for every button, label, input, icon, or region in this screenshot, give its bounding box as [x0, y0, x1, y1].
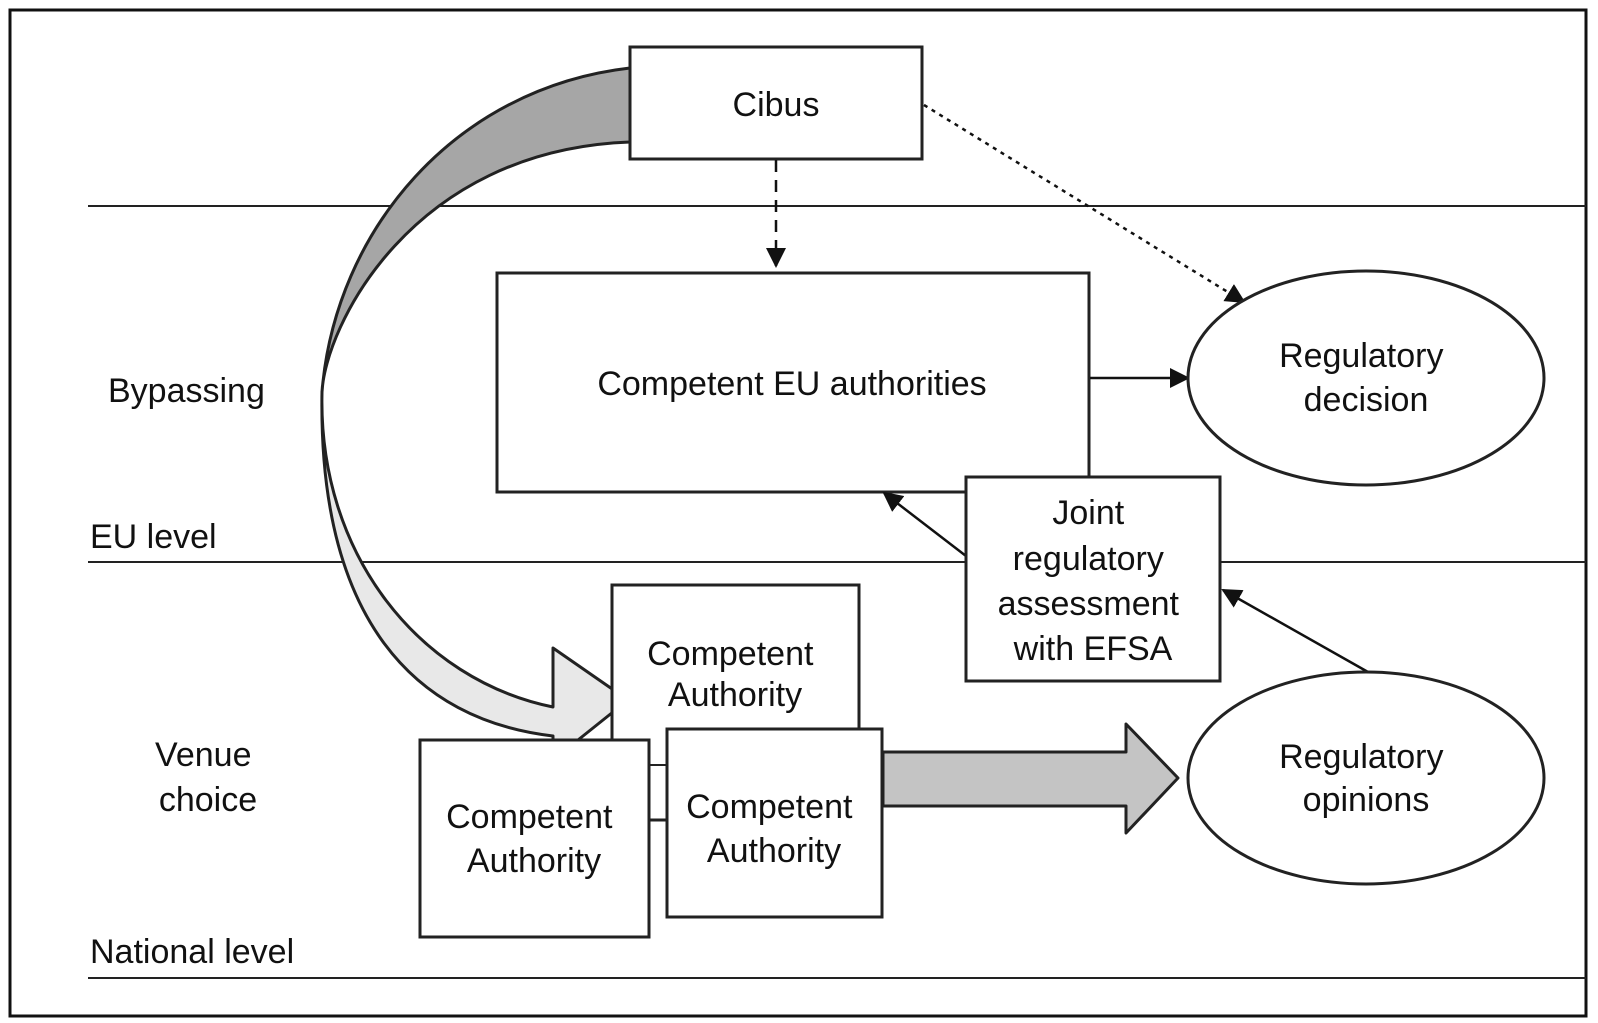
competent-authority-left-line-2: Authority	[467, 842, 601, 880]
joint-assessment-line-4: with EFSA	[1013, 630, 1173, 668]
national-to-opinions-block-arrow	[881, 722, 1180, 835]
regulatory-opinions-ellipse	[1186, 670, 1546, 886]
competent-authority-back-line-1: Competent	[647, 635, 814, 673]
regulatory-opinions-line-2: opinions	[1303, 781, 1430, 819]
joint-assessment-line-2: regulatory	[1013, 540, 1164, 578]
venue-choice-line-2: choice	[159, 781, 257, 819]
competent-authority-right-line-2: Authority	[707, 832, 841, 870]
competent-authority-back-line-2: Authority	[668, 676, 802, 714]
regulatory-decision-line-1: Regulatory	[1279, 337, 1443, 375]
regulatory-opinions-line-1: Regulatory	[1279, 738, 1443, 776]
joint-assessment-line-1: Joint	[1052, 494, 1124, 532]
venue-choice-line-1: Venue	[155, 736, 251, 774]
regulatory-decision-line-2: decision	[1304, 381, 1429, 419]
joint-assessment-box	[964, 475, 1222, 683]
national-level-label: National level	[90, 933, 294, 971]
competent-authority-left-label: Competent Authority	[446, 798, 622, 880]
venue-choice-arrow-light-band	[320, 390, 630, 762]
joint-assessment-line-3: assessment	[998, 585, 1180, 623]
joint-to-eu-authorities-arrow	[882, 491, 967, 557]
competent-authority-right-box	[665, 727, 884, 919]
regulatory-decision-label: Regulatory decision	[1279, 337, 1453, 419]
cibus-label: Cibus	[733, 86, 820, 124]
opinions-to-joint-arrow	[1221, 588, 1369, 674]
competent-authority-right-label: Competent Authority	[686, 788, 862, 870]
venue-choice-label: Venue choice	[155, 736, 261, 819]
joint-assessment-label: Joint regulatory assessment with EFSA	[998, 494, 1189, 668]
eu-level-label: EU level	[90, 518, 217, 556]
competent-authority-left-line-1: Competent	[446, 798, 613, 836]
regulatory-decision-ellipse	[1186, 269, 1546, 487]
outer-frame	[8, 8, 1588, 1018]
eu-authorities-box	[495, 271, 1091, 494]
competent-authority-left-box	[418, 738, 651, 939]
bypassing-label: Bypassing	[108, 372, 265, 410]
regulatory-opinions-label: Regulatory opinions	[1279, 738, 1453, 819]
eu-authorities-label: Competent EU authorities	[597, 365, 986, 403]
competent-authority-right-line-1: Competent	[686, 788, 853, 826]
competent-authority-back-label: Competent Authority	[647, 635, 823, 714]
cibus-box	[628, 45, 924, 161]
